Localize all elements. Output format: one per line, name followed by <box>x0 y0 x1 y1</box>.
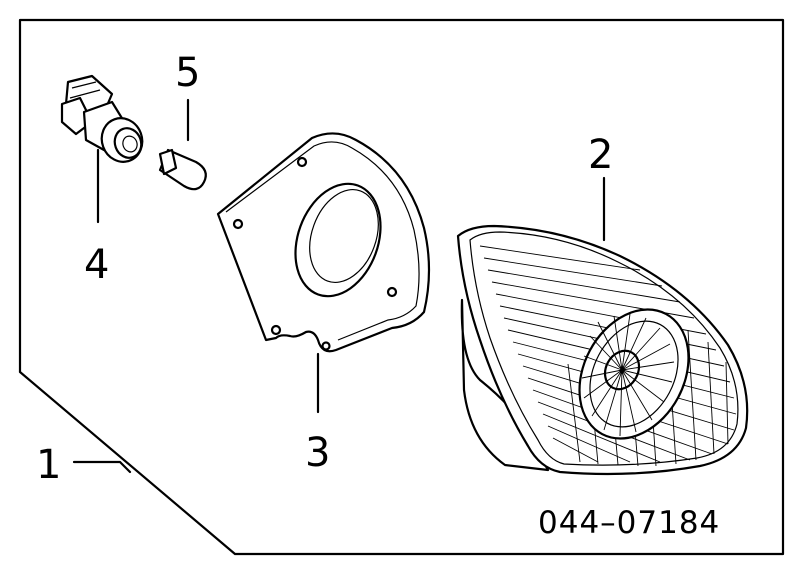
mounting-plate-part-3 <box>216 132 431 414</box>
assembly-frame <box>18 18 785 556</box>
diagram-code: 044–07184 <box>538 505 720 541</box>
socket-part-4 <box>60 74 144 224</box>
callout-4: 4 <box>84 242 109 288</box>
callout-2: 2 <box>588 132 613 178</box>
callout-5: 5 <box>175 50 200 96</box>
callout-1: 1 <box>36 442 61 488</box>
lens-reflector-rosette <box>578 308 690 440</box>
callout-3: 3 <box>305 430 330 476</box>
bulb-part-5 <box>158 98 207 191</box>
lamp-lens-part-2 <box>456 176 749 476</box>
leader-part-1 <box>72 460 132 474</box>
